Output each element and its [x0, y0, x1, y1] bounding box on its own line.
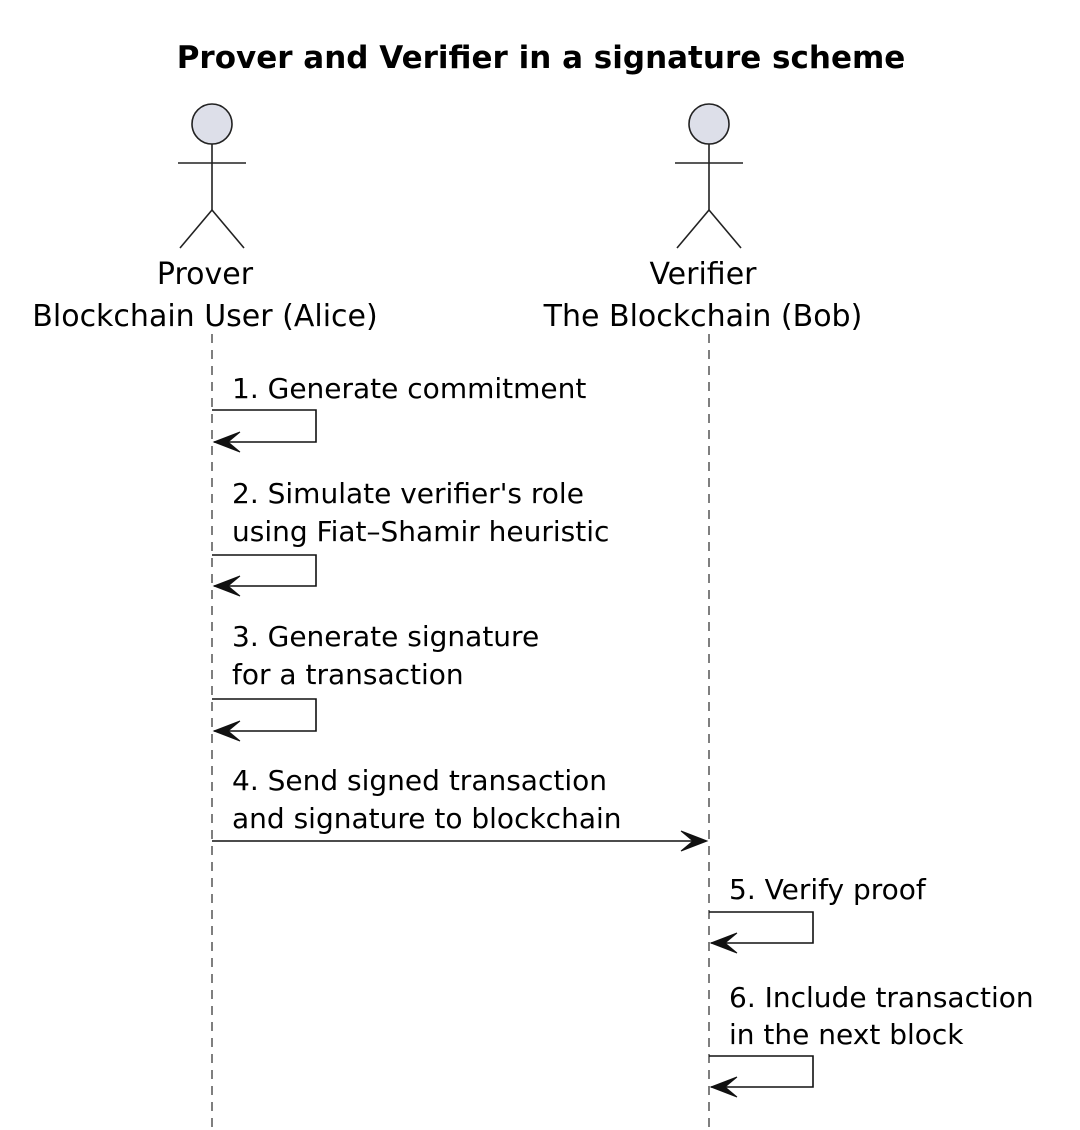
message-label-line: in the next block — [729, 1018, 964, 1051]
message-1: 1. Generate commitment — [212, 372, 586, 453]
message-label-line: 6. Include transaction — [729, 981, 1034, 1014]
message-label-line: for a transaction — [232, 658, 464, 691]
message-4: 4. Send signed transaction and signature… — [212, 764, 709, 852]
message-label: 5. Verify proof — [729, 873, 927, 906]
message-label: 6. Include transaction in the next block — [729, 981, 1043, 1051]
message-2: 2. Simulate verifier's role using Fiat–S… — [212, 477, 609, 597]
self-message-arrow — [212, 698, 317, 732]
message-3: 3. Generate signature for a transaction — [212, 620, 548, 742]
actor-prover: Prover Blockchain User (Alice) — [32, 103, 378, 334]
message-label: 2. Simulate verifier's role using Fiat–S… — [232, 477, 609, 548]
actor-role-label: Prover — [157, 257, 254, 292]
arrow-head-icon — [680, 830, 709, 852]
self-message-arrow — [709, 911, 814, 944]
message-6: 6. Include transaction in the next block — [709, 981, 1043, 1098]
arrow-head-icon — [212, 575, 241, 597]
arrow-head-icon — [212, 431, 241, 453]
self-message-arrow — [212, 554, 317, 587]
self-message-arrow — [212, 409, 317, 443]
stick-figure-icon — [675, 103, 743, 249]
message-label-line: using Fiat–Shamir heuristic — [232, 515, 609, 548]
arrow-head-icon — [709, 932, 738, 954]
message-label-line: and signature to blockchain — [232, 802, 622, 835]
message-label-line: 3. Generate signature — [232, 620, 539, 653]
actor-role-label: Verifier — [649, 257, 757, 292]
message-label-line: 1. Generate commitment — [232, 372, 586, 405]
actor-name-label: The Blockchain (Bob) — [543, 299, 863, 334]
stick-figure-icon — [178, 103, 246, 249]
actor-verifier: Verifier The Blockchain (Bob) — [543, 103, 863, 334]
message-5: 5. Verify proof — [709, 873, 927, 954]
diagram-title: Prover and Verifier in a signature schem… — [177, 40, 906, 76]
message-label: 1. Generate commitment — [232, 372, 586, 405]
arrow-head-icon — [709, 1076, 738, 1098]
message-label-line: 2. Simulate verifier's role — [232, 477, 584, 510]
actor-name-label: Blockchain User (Alice) — [32, 299, 377, 334]
self-message-arrow — [709, 1055, 814, 1088]
message-label-line: 4. Send signed transaction — [232, 764, 607, 797]
message-label-line: 5. Verify proof — [729, 873, 927, 906]
message-label: 3. Generate signature for a transaction — [232, 620, 548, 691]
arrow-head-icon — [212, 720, 241, 742]
message-label: 4. Send signed transaction and signature… — [232, 764, 622, 835]
